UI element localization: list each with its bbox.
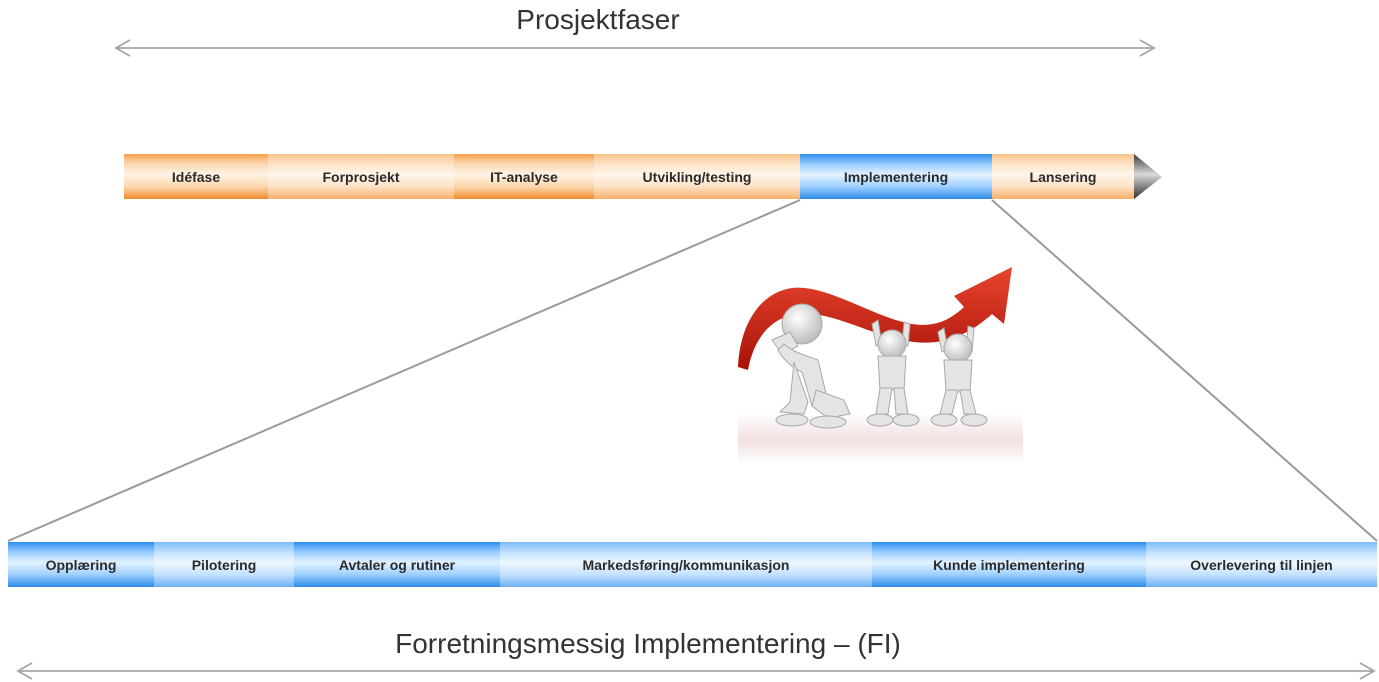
phase-implementering: Implementering (800, 154, 992, 199)
fi-phase-avtaler-og-rutiner: Avtaler og rutiner (294, 542, 500, 587)
figure-left (771, 303, 851, 429)
phase-forprosjekt: Forprosjekt (268, 154, 454, 199)
top-double-arrow (114, 39, 1156, 57)
project-phases-bar: Idéfase Forprosjekt IT-analyse Utvikling… (124, 154, 1134, 199)
bottom-double-arrow (16, 662, 1376, 680)
fi-phase-markedsforing: Markedsføring/kommunikasjon (500, 542, 872, 587)
figure-middle (866, 319, 920, 427)
fi-title: Forretningsmessig Implementering – (FI) (395, 628, 901, 659)
funnel-line-left (7, 199, 801, 542)
fi-phases-bar: Opplæring Pilotering Avtaler og rutiner … (8, 542, 1377, 587)
fi-phase-pilotering: Pilotering (154, 542, 294, 587)
funnel-line-right (991, 199, 1378, 542)
figures-lifting-arrow-illustration (738, 267, 1023, 464)
fi-phase-overlevering: Overlevering til linjen (1146, 542, 1377, 587)
fi-phase-opplaering: Opplæring (8, 542, 154, 587)
phase-lansering: Lansering (992, 154, 1134, 199)
phase-bar-arrowhead (1134, 154, 1162, 199)
red-arrow-icon (738, 267, 1012, 370)
phase-idefase: Idéfase (124, 154, 268, 199)
phase-it-analyse: IT-analyse (454, 154, 594, 199)
project-phases-title: Prosjektfaser (516, 4, 680, 35)
phase-utvikling-testing: Utvikling/testing (594, 154, 800, 199)
fi-phase-kunde-implementering: Kunde implementering (872, 542, 1146, 587)
figure-right (930, 325, 988, 427)
